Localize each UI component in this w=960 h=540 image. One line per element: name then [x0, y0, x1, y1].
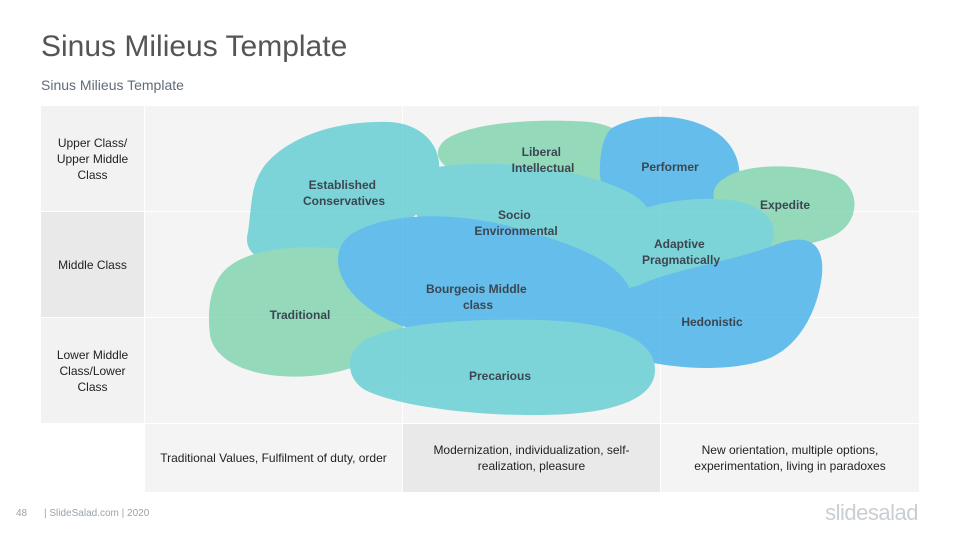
page-title: Sinus Milieus Template: [41, 30, 348, 63]
label-precarious: Precarious: [469, 369, 531, 383]
label-adaptive: Adaptive Pragmatically: [642, 237, 720, 267]
row-label-upper: Upper Class/ Upper Middle Class: [41, 106, 144, 211]
slidesalad-logo: slidesalad: [825, 500, 918, 525]
blob-performer: [599, 116, 740, 213]
blob-bourgeois-middle-class: [338, 216, 631, 345]
label-established: Established Conservatives: [303, 178, 385, 208]
footer-source: | SlideSalad.com | 2020: [44, 508, 150, 519]
label-hedonistic: Hedonistic: [681, 315, 743, 329]
column-label-modernization: Modernization, individualization, self-r…: [403, 424, 660, 492]
label-socio: Socio Environmental: [474, 208, 557, 238]
column-label-traditional: Traditional Values, Fulfilment of duty, …: [145, 424, 402, 492]
row-label-lower: Lower Middle Class/Lower Class: [41, 318, 144, 423]
row-label-middle: Middle Class: [41, 212, 144, 317]
column-label-new-orientation: New orientation, multiple options, exper…: [661, 424, 919, 492]
page-subtitle: Sinus Milieus Template: [41, 77, 184, 93]
label-traditional: Traditional: [270, 308, 331, 322]
page-number: 48: [16, 508, 28, 519]
label-performer: Performer: [641, 160, 699, 174]
label-bourgeois: Bourgeois Middle class: [426, 282, 530, 312]
blob-hedonistic: [591, 239, 823, 368]
label-expedite: Expedite: [760, 198, 810, 212]
label-liberal: Liberal Intellectual: [512, 145, 575, 175]
blob-precarious: [350, 319, 655, 416]
